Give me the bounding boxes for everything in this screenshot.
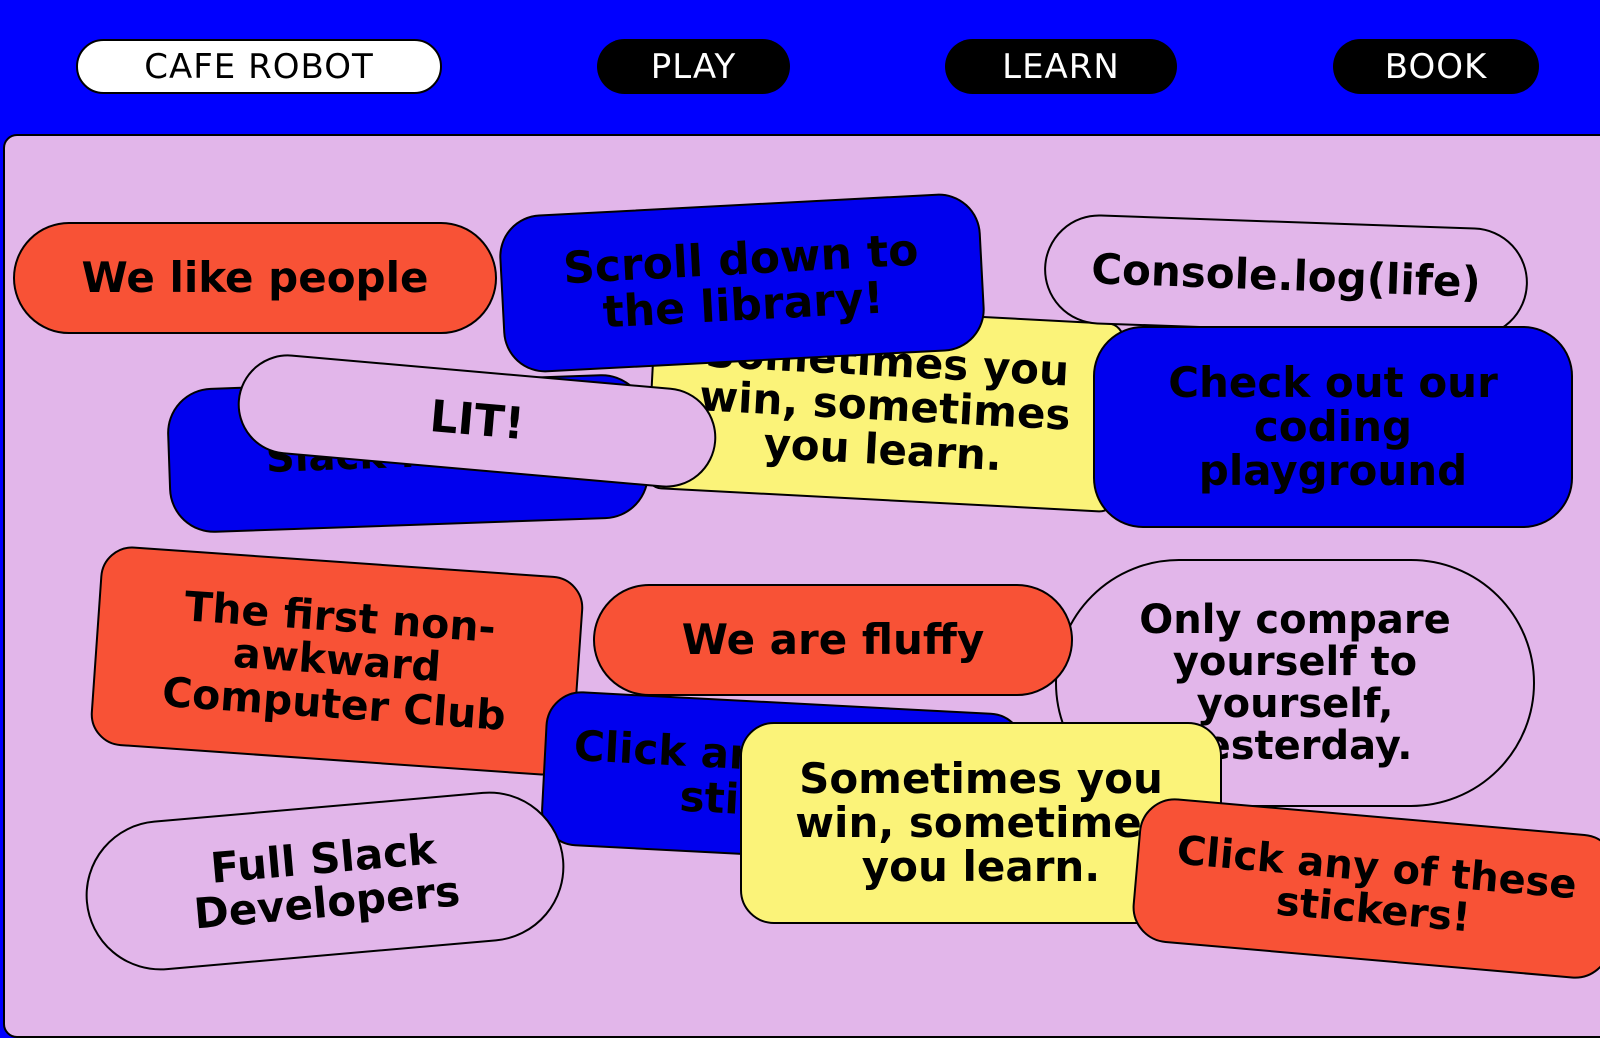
nav-brand-cafe-robot[interactable]: CAFE ROBOT [76, 39, 442, 94]
sticker-click-any-stickers[interactable]: Click any of these stickers! [1129, 795, 1600, 982]
sticker-check-coding-playground[interactable]: Check out our coding playground [1093, 326, 1573, 528]
sticker-non-awkward-computer-club[interactable]: The first non-awkward Computer Club [88, 544, 586, 778]
sticker-board: Slack for life Sometimes you win, someti… [3, 134, 1600, 1038]
sticker-full-slack-developers[interactable]: Full Slack Developers [79, 785, 571, 977]
sticker-we-are-fluffy[interactable]: We are fluffy [593, 584, 1073, 696]
nav-learn-button[interactable]: LEARN [945, 39, 1177, 94]
sticker-we-like-people[interactable]: We like people [13, 222, 497, 334]
nav-book-button[interactable]: BOOK [1333, 39, 1539, 94]
sticker-console-log-life[interactable]: Console.log(life) [1042, 212, 1530, 340]
sticker-scroll-down-library[interactable]: Scroll down to the library! [497, 191, 987, 375]
nav-play-button[interactable]: PLAY [597, 39, 790, 94]
